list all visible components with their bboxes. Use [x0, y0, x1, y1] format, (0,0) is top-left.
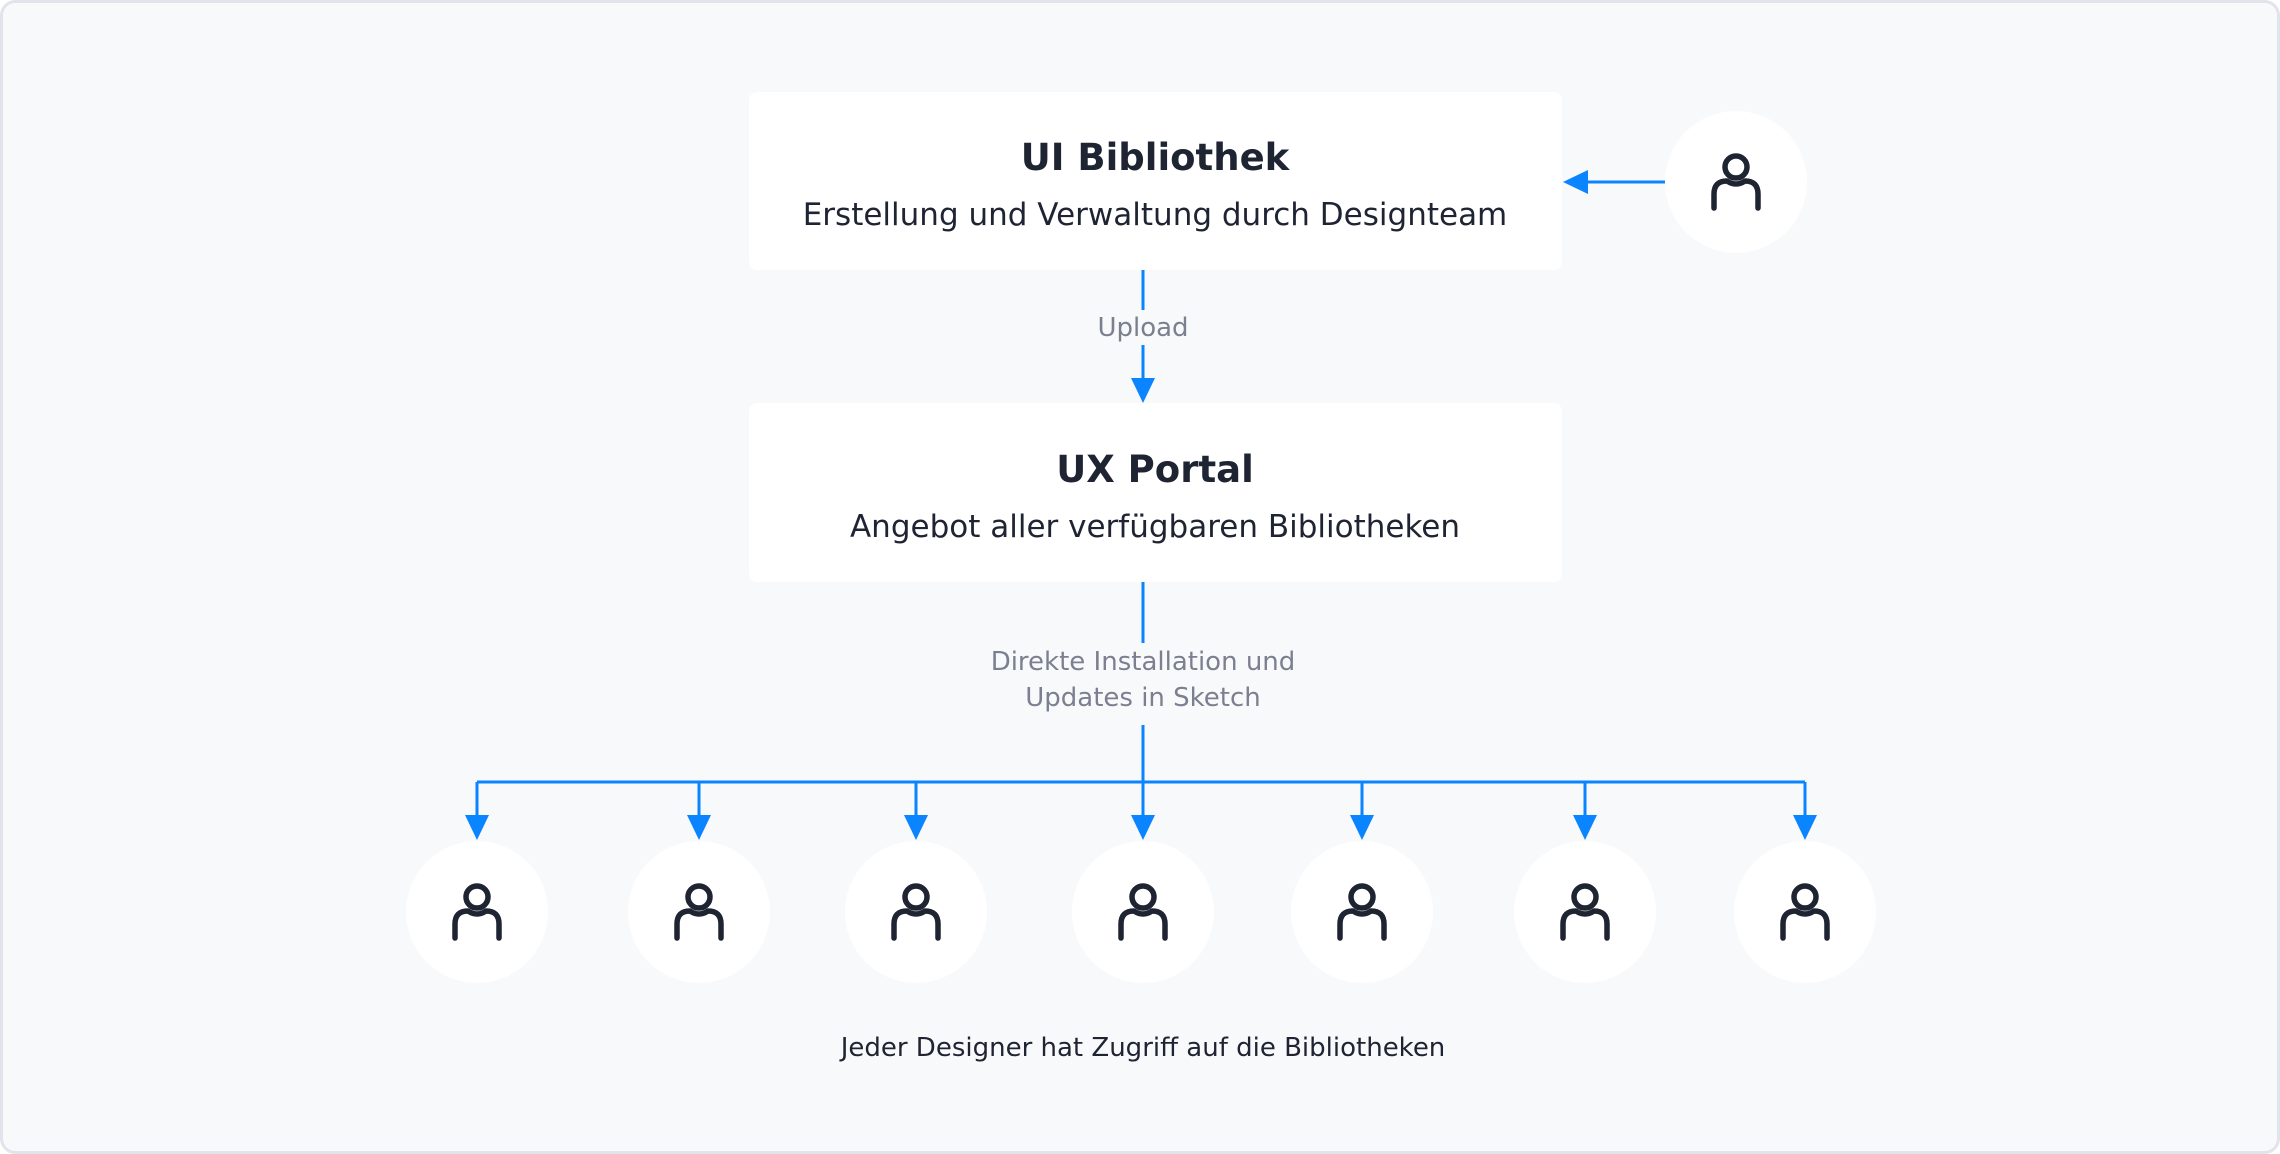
designer-node: [1514, 782, 1656, 983]
designer-node: [1291, 782, 1433, 983]
person-icon: [1560, 883, 1610, 941]
upload-label: Upload: [1097, 313, 1188, 343]
designer-node: [406, 782, 548, 983]
person-icon: [1780, 883, 1830, 941]
designer-arrowhead: [1573, 815, 1597, 840]
person-icon: [891, 883, 941, 941]
designer-arrowhead: [1350, 815, 1374, 840]
designer-arrowhead: [1793, 815, 1817, 840]
ux-portal-card: UX Portal Angebot aller verfügbaren Bibl…: [749, 403, 1562, 582]
person-icon: [1711, 153, 1761, 211]
designer-node: [1734, 782, 1876, 983]
ux-portal-subtitle: Angebot aller verfügbaren Bibliotheken: [850, 509, 1460, 545]
designer-arrowhead: [904, 815, 928, 840]
designer-arrowhead: [1131, 815, 1155, 840]
install-label-line1: Direkte Installation und: [991, 647, 1296, 677]
ui-library-subtitle: Erstellung und Verwaltung durch Designte…: [803, 197, 1508, 233]
person-icon: [674, 883, 724, 941]
designer-node: [628, 782, 770, 983]
design-team-member: [1665, 111, 1807, 253]
ui-library-card: UI Bibliothek Erstellung und Verwaltung …: [749, 92, 1562, 270]
footer-caption: Jeder Designer hat Zugriff auf die Bibli…: [839, 1033, 1446, 1063]
ux-portal-title: UX Portal: [1056, 448, 1254, 491]
person-icon: [1337, 883, 1387, 941]
person-icon: [1118, 883, 1168, 941]
designer-node: [1072, 782, 1214, 983]
designer-arrowhead: [465, 815, 489, 840]
person-icon: [452, 883, 502, 941]
install-label-line2: Updates in Sketch: [1025, 683, 1261, 713]
arrow-team-to-library: [1563, 170, 1665, 194]
ui-library-title: UI Bibliothek: [1021, 136, 1291, 179]
designer-node: [845, 782, 987, 983]
designers-row: [406, 782, 1876, 983]
upload-connector: [1131, 270, 1155, 403]
designer-arrowhead: [687, 815, 711, 840]
